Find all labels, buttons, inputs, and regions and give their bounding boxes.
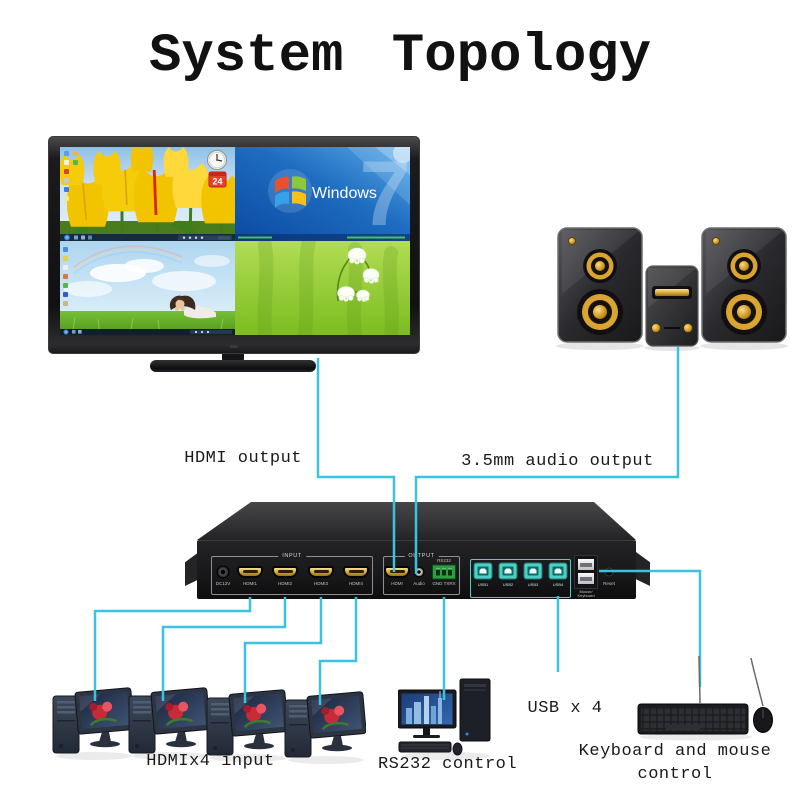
windows-seven-glyph: 7	[359, 147, 410, 241]
source-computer-2	[127, 686, 210, 762]
windows-wordmark: Windows	[312, 185, 377, 202]
dc-power-label: DC12V	[215, 581, 231, 586]
hdmi-input-label-4: HDMI4	[348, 581, 364, 586]
keyboard-mouse-port-label: Mouse/Keyboard	[577, 588, 595, 599]
device-front-panel: INPUT DC12V HDMI1 HDMI2 HDMI3 HDMI4 OUTP…	[197, 540, 636, 599]
desktop-icons	[64, 151, 78, 201]
keyboard	[637, 703, 749, 735]
hdmi-input-port-1	[237, 566, 263, 578]
taskbar	[60, 329, 235, 335]
usb-x4-label: USB x 4	[527, 699, 603, 718]
girl-figure	[169, 295, 216, 319]
rs232-pin	[448, 568, 452, 576]
taskbar	[60, 234, 235, 241]
hdmi-input-label-1: HDMI1	[242, 581, 258, 586]
usb-b-port-3	[523, 562, 543, 580]
hdmi-output-port	[384, 566, 410, 578]
usb-b-port-1	[473, 562, 493, 580]
dc-power-jack	[216, 565, 230, 579]
source-computer-1	[51, 686, 134, 762]
tv-screen-quad-view: 24 7	[60, 147, 410, 335]
usb-port-label-2: USB2	[502, 582, 514, 587]
audio-output-label: 3.5mm audio output	[461, 452, 654, 471]
calendar-gadget: 24	[208, 171, 227, 188]
left-speaker	[557, 227, 643, 343]
rs232-terminal	[432, 564, 456, 580]
reset-label: Reset	[603, 581, 615, 586]
hdmi-input-label: HDMIx4 input	[146, 752, 275, 771]
right-speaker	[701, 227, 787, 343]
rs232-pins-label: GND TXRX	[432, 581, 456, 586]
input-section-label: INPUT	[278, 553, 306, 559]
rs232-title-label: RS232	[437, 558, 451, 563]
lily-flowers	[336, 247, 380, 302]
usb-a-receptacle	[578, 573, 594, 584]
tv-stand-base	[150, 360, 316, 372]
input-section: INPUT	[211, 553, 373, 595]
tv-quadrant-tulips-desktop: 24	[60, 147, 235, 241]
hdmi-input-port-4	[343, 566, 369, 578]
mounting-ear-right	[636, 552, 650, 586]
hdmi-input-port-2	[272, 566, 298, 578]
tv-quadrant-windows7: 7 Windows	[235, 147, 410, 241]
usb-a-keyboard-mouse-ports	[574, 555, 598, 589]
windows-flag-icon	[268, 169, 312, 213]
tv-quadrant-green-flowers	[235, 241, 410, 335]
audio-jack	[413, 566, 425, 578]
desktop-icons	[63, 247, 68, 306]
tv-stand-neck	[222, 354, 244, 362]
rs232-control-label: RS232 control	[377, 755, 518, 774]
usb-port-label-3: USB3	[527, 582, 539, 587]
reset-button	[604, 567, 614, 577]
usb-a-receptacle	[578, 559, 594, 570]
mouse	[753, 707, 773, 733]
clock-gadget	[207, 150, 227, 170]
speaker-system	[556, 227, 788, 351]
hdmi-output-port-label: HDMI	[391, 581, 403, 586]
page-title: System Topology	[148, 26, 652, 87]
output-section-label: OUTPUT	[404, 553, 439, 559]
tv-quadrant-grass-girl-desktop	[60, 241, 235, 335]
rs232-pin	[442, 568, 446, 576]
mounting-ear-left	[185, 552, 199, 586]
usb-port-label-4: USB4	[552, 582, 564, 587]
keyboard-mouse-control-label: Keyboard and mouse control	[578, 742, 772, 784]
hdmi-input-label-2: HDMI2	[277, 581, 293, 586]
device-top-face	[197, 502, 636, 540]
hdmi-input-port-3	[308, 566, 334, 578]
audio-jack-label: Audio	[413, 581, 425, 586]
keyboard-and-mouse	[637, 703, 773, 741]
usb-b-port-4	[548, 562, 568, 580]
usb-port-label-1: USB1	[477, 582, 489, 587]
rs232-pin	[436, 568, 440, 576]
usb-b-port-2	[498, 562, 518, 580]
svg-text:24: 24	[212, 177, 222, 187]
tv-logo	[230, 345, 238, 348]
hdmi-output-label: HDMI output	[184, 449, 302, 468]
tv-monitor: 24 7	[48, 136, 420, 354]
kvm-matrix-switcher-device: INPUT DC12V HDMI1 HDMI2 HDMI3 HDMI4 OUTP…	[185, 500, 650, 612]
rs232-control-computer	[398, 678, 491, 760]
stereo-center-unit	[645, 265, 699, 347]
hdmi-input-label-3: HDMI3	[313, 581, 329, 586]
